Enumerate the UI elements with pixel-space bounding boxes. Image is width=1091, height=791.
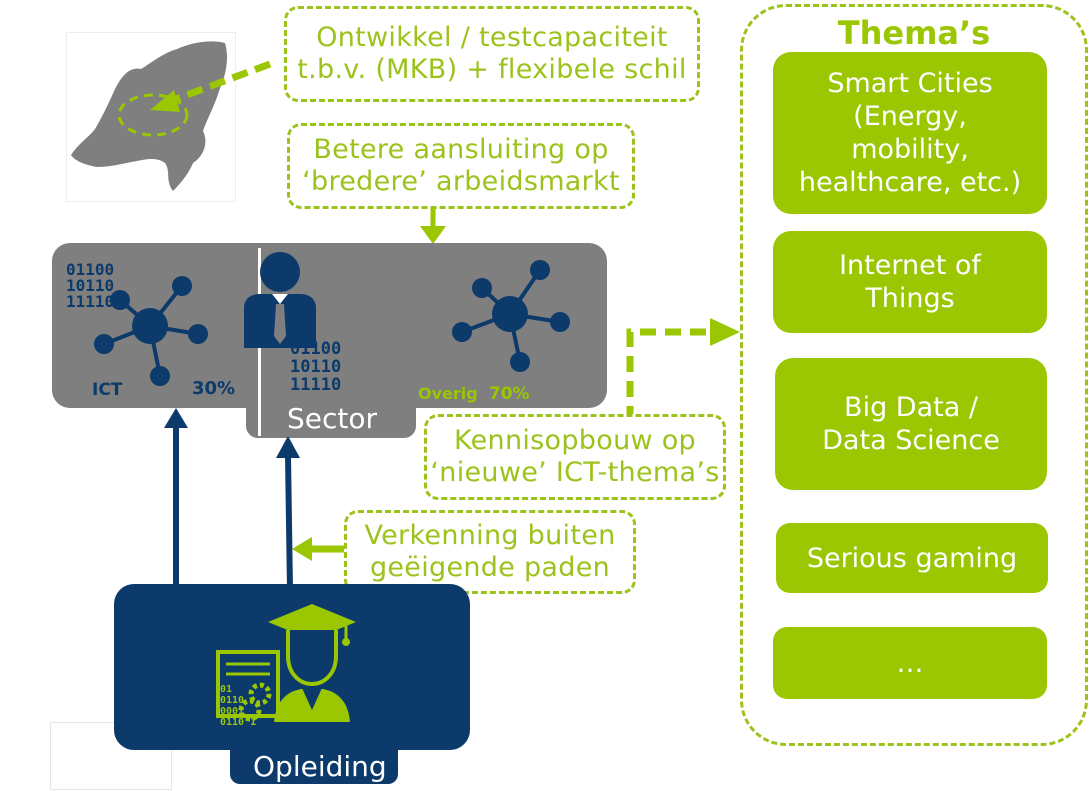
arrow-capacity-to-map <box>150 60 272 112</box>
businessman-icon <box>244 252 316 348</box>
knowledge-line-1: Kennisopbouw op <box>453 425 696 456</box>
education-label: Opleiding <box>253 750 387 783</box>
ict-percentage: 30% <box>192 378 236 399</box>
sector-tab <box>246 395 416 438</box>
themes-title: Thema’s <box>837 14 991 52</box>
binary-block-education: 01 0110 0001 0110 1 <box>220 684 257 728</box>
netherlands-map-icon <box>71 41 227 191</box>
labour-line-2: ‘bredere’ arbeidsmarkt <box>302 166 620 197</box>
labour-market-callout: Betere aansluiting op ‘bredere’ arbeidsm… <box>287 123 635 209</box>
binary-block-ict: 01100 10110 11110 <box>66 260 115 311</box>
capacity-line-1: Ontwikkel / testcapaciteit <box>316 22 668 53</box>
theme-serious-gaming: Serious gaming <box>776 523 1048 593</box>
arrow-exploration-to-education <box>292 537 348 561</box>
arrow-sector-to-themes <box>626 318 740 422</box>
education-frame <box>50 722 172 790</box>
capacity-line-2: t.b.v. (MKB) + flexibele schil <box>297 54 687 85</box>
capacity-callout: Ontwikkel / testcapaciteit t.b.v. (MKB) … <box>284 6 700 102</box>
ict-label: ICT <box>92 380 123 400</box>
graduate-icon <box>268 604 356 722</box>
map-frame <box>66 32 236 202</box>
theme-more: … <box>773 627 1047 699</box>
binary-block-sector: 01100 10110 11110 <box>290 339 342 395</box>
knowledge-line-2: ‘nieuwe’ ICT-thema’s <box>430 457 720 488</box>
network-icon-other <box>452 260 570 372</box>
labour-line-1: Betere aansluiting op <box>313 134 609 165</box>
arrows-education-to-sector <box>164 408 300 591</box>
themes-container <box>740 4 1088 746</box>
network-icon <box>94 276 208 386</box>
arrow-labour-to-sector <box>420 208 446 244</box>
other-label: Overig 70% <box>418 384 530 404</box>
theme-big-data: Big Data / Data Science <box>775 358 1047 490</box>
theme-internet-of-things: Internet of Things <box>773 231 1047 333</box>
education-tab <box>230 740 398 784</box>
gears-icon <box>238 682 272 722</box>
exploration-line-2: geëigende paden <box>369 552 611 583</box>
sector-label: Sector <box>287 402 378 435</box>
knowledge-callout: Kennisopbouw op ‘nieuwe’ ICT-thema’s <box>424 414 726 500</box>
theme-smart-cities: Smart Cities (Energy, mobility, healthca… <box>773 52 1047 214</box>
exploration-line-1: Verkenning buiten <box>364 520 616 551</box>
exploration-callout: Verkenning buiten geëigende paden <box>344 510 636 594</box>
certificate-icon <box>216 650 280 718</box>
other-percentage: 70% <box>488 384 530 404</box>
